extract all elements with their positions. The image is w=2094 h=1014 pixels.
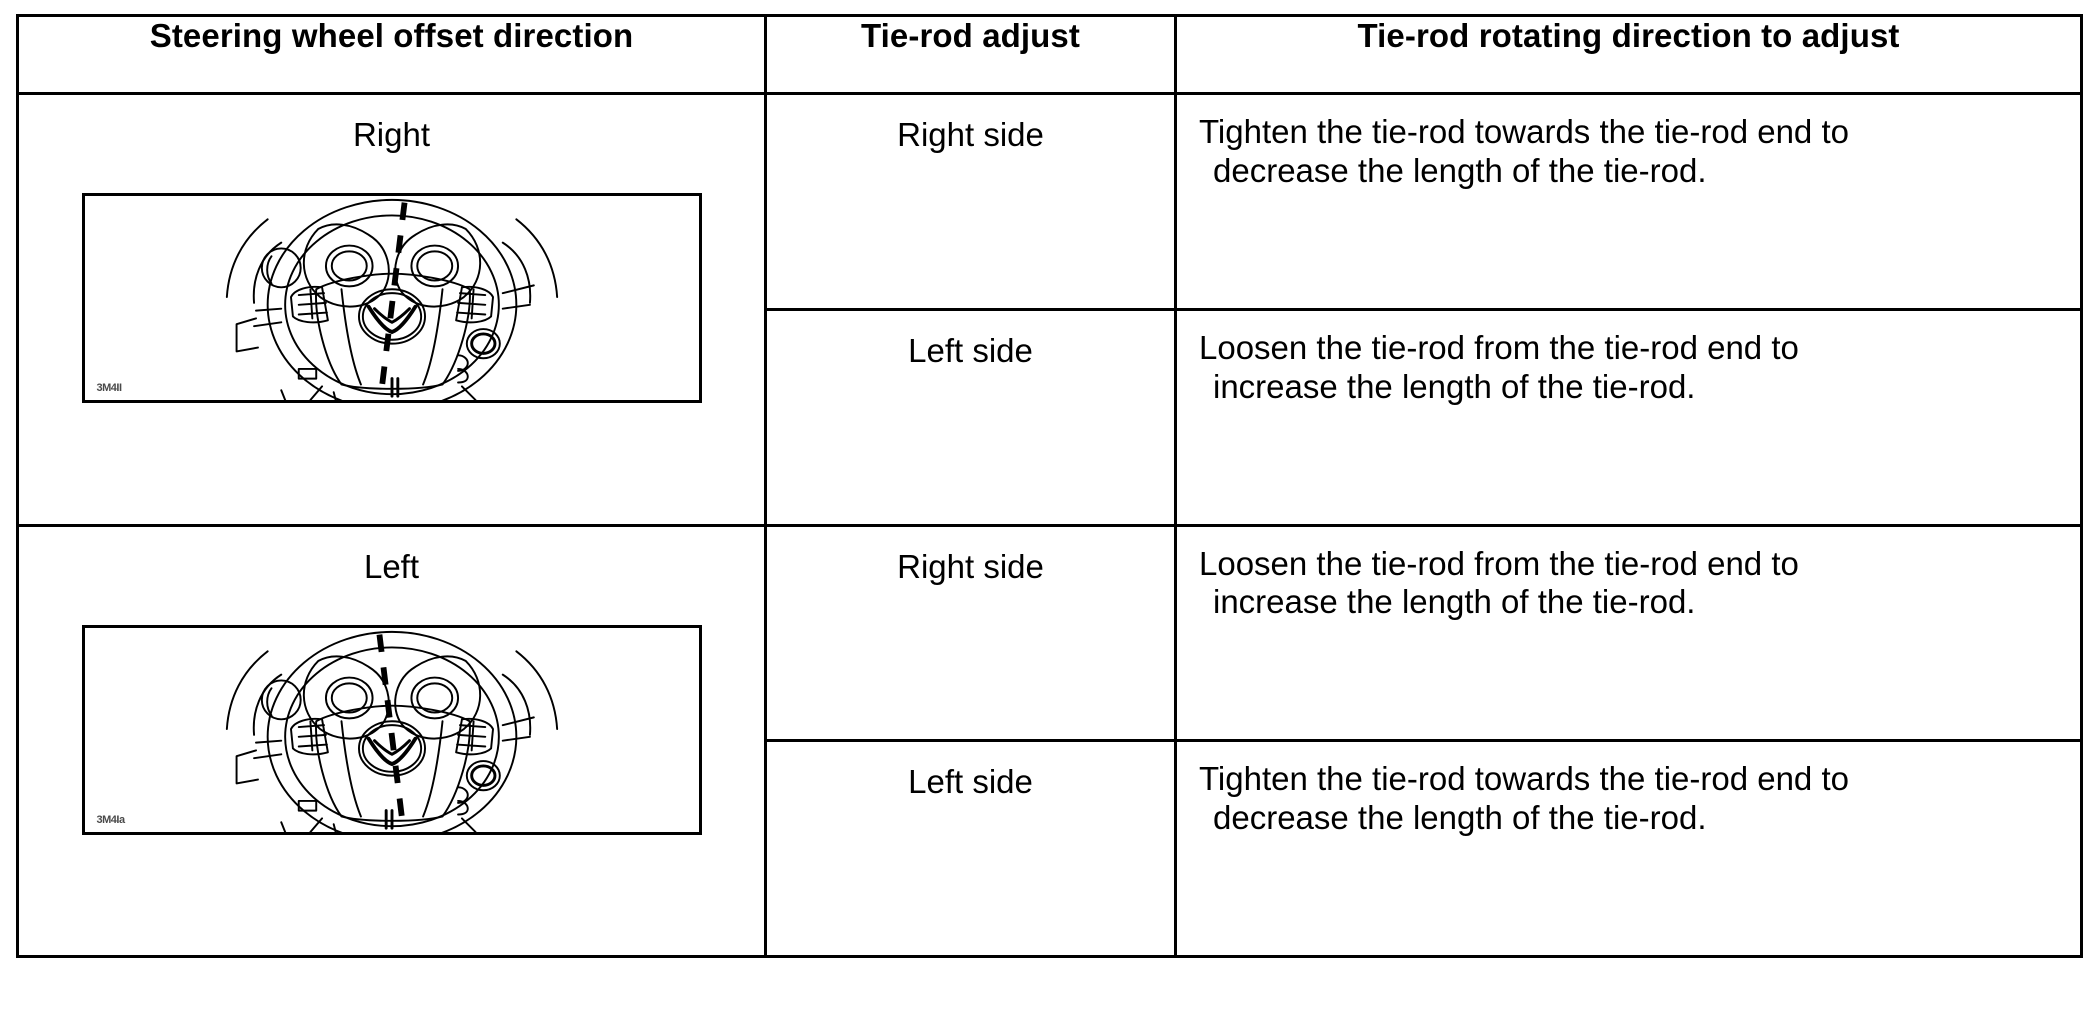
tie-rod-side-cell: Right side [764, 523, 1177, 743]
description-line-1: Loosen the tie-rod from the tie-rod end … [1199, 328, 1799, 366]
steering-wheel-illustration-right: 3M4II [81, 193, 702, 404]
steering-offset-tie-rod-table: Steering wheel offset direction Tie-rod … [16, 14, 2083, 958]
tie-rod-rotating-direction-cell: Tighten the tie-rod towards the tie-rod … [1174, 92, 2083, 311]
table-header-row: Steering wheel offset direction Tie-rod … [16, 14, 2083, 95]
tie-rod-side-label: Left side [908, 763, 1033, 801]
tie-rod-rotating-direction-text: Loosen the tie-rod from the tie-rod end … [1199, 545, 2062, 623]
table-row: Left [16, 523, 2083, 958]
tie-rod-side-label: Left side [908, 331, 1033, 369]
column-header-tie-rod-adjust: Tie-rod adjust [764, 14, 1177, 95]
offset-direction-label: Left [363, 547, 420, 585]
table-row: Left side Loosen the tie-rod from the ti… [18, 307, 2083, 527]
table-row: Right [16, 92, 2083, 527]
table-row: Left side Tighten the tie-rod towards th… [18, 739, 2083, 958]
illustration-code-label: 3M4Ia [96, 813, 126, 826]
steering-wheel-line-art [225, 199, 558, 401]
tie-rod-rotating-direction-cell: Loosen the tie-rod from the tie-rod end … [1174, 307, 2083, 527]
description-line-1: Loosen the tie-rod from the tie-rod end … [1199, 544, 1799, 582]
tie-rod-side-cell: Left side [764, 739, 1177, 958]
tie-rod-side-cell: Left side [764, 307, 1177, 527]
column-header-steering-wheel-offset-direction: Steering wheel offset direction [16, 14, 767, 95]
description-line-2: decrease the length of the tie-rod. [1213, 151, 1707, 189]
table-body: Right [16, 92, 2083, 958]
tie-rod-rotating-direction-cell: Tighten the tie-rod towards the tie-rod … [1174, 739, 2083, 958]
offset-reference-line [377, 202, 407, 397]
description-line-2: increase the length of the tie-rod. [1213, 583, 1696, 621]
offset-reference-line [376, 634, 406, 828]
offset-direction-cell-right: Right [16, 92, 767, 527]
steering-wheel-illustration-left: 3M4Ia [81, 624, 702, 835]
description-line-1: Tighten the tie-rod towards the tie-rod … [1199, 113, 1849, 150]
tie-rod-rotating-direction-cell: Loosen the tie-rod from the tie-rod end … [1174, 523, 2083, 743]
table-header: Steering wheel offset direction Tie-rod … [16, 14, 2083, 95]
description-line-2: increase the length of the tie-rod. [1213, 367, 1696, 405]
steering-wheel-line-art [225, 630, 558, 832]
tie-rod-rotating-direction-text: Tighten the tie-rod towards the tie-rod … [1199, 113, 2062, 191]
description-line-1: Tighten the tie-rod towards the tie-rod … [1199, 760, 1849, 798]
tie-rod-side-label: Right side [897, 547, 1044, 585]
tie-rod-rotating-direction-text: Loosen the tie-rod from the tie-rod end … [1199, 329, 2062, 407]
tie-rod-side-label: Right side [897, 116, 1044, 153]
tie-rod-side-cell: Right side [764, 92, 1177, 311]
offset-direction-cell-left: Left [16, 523, 767, 958]
column-header-tie-rod-rotating-direction: Tie-rod rotating direction to adjust [1174, 14, 2083, 95]
description-line-2: decrease the length of the tie-rod. [1213, 799, 1707, 837]
tie-rod-rotating-direction-text: Tighten the tie-rod towards the tie-rod … [1199, 760, 2062, 838]
offset-direction-label: Right [352, 116, 431, 153]
spec-table-wrapper: Steering wheel offset direction Tie-rod … [16, 14, 2083, 958]
illustration-code-label: 3M4II [96, 382, 123, 395]
